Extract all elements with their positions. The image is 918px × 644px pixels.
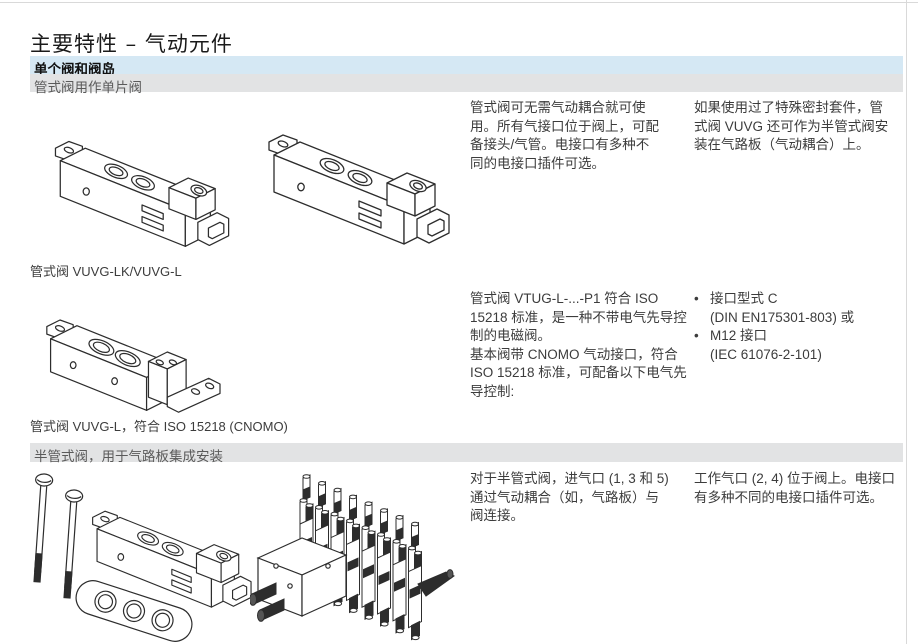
inline-valve-figure-2	[233, 101, 457, 253]
section-header-label: 单个阀和阀岛	[34, 62, 115, 77]
paragraph-iso-valve-p2: 基本阀带 CNOMO 气动接口，符合 ISO 15218 标准，可配备以下电气先…	[470, 346, 687, 399]
valve-line-drawing	[268, 134, 450, 245]
paragraph-iso-valve-p1: 管式阀 VTUG-L-...-P1 符合 ISO 15218 标准，是一种不带电…	[470, 291, 687, 343]
paragraph-semi-inline-right: 工作气口 (2, 4) 位于阀上。电接口有多种不同的电接口插件可选。	[694, 471, 896, 505]
section-header-label: 半管式阀，用于气路板集成安装	[34, 449, 223, 464]
right-page-edge-rule	[906, 0, 907, 644]
section-subheader-inline-valve: 管式阀用作单片阀	[30, 74, 903, 95]
valve-line-drawing	[46, 319, 221, 413]
figure-caption-vuvg-lk: 管式阀 VUVG-LK/VUVG-L	[30, 264, 182, 279]
bullet-icon	[694, 327, 710, 364]
option-detail: (IEC 61076-2-101)	[710, 346, 822, 362]
section-header-semi-inline: 半管式阀，用于气路板集成安装	[30, 443, 903, 464]
section-subheader-label: 管式阀用作单片阀	[34, 80, 142, 95]
section-header-single-valves: 单个阀和阀岛	[30, 56, 903, 77]
paragraph-inline-valve-left: 管式阀可无需气动耦合就可使用。所有气接口位于阀上，可配备接头/气管。电接口有多种…	[470, 100, 659, 171]
iso-cnomo-valve-figure	[24, 288, 224, 416]
paragraph-semi-inline-left: 对于半管式阀，进气口 (1, 3 和 5) 通过气动耦合（如，气路板）与阀连接。	[470, 471, 669, 523]
option-detail: (DIN EN175301-803) 或	[710, 309, 855, 325]
semi-inline-valve-figure	[22, 468, 257, 644]
inline-valve-figure-1	[28, 103, 233, 255]
page-title: 主要特性 – 气动元件	[30, 32, 233, 57]
pilot-options-list: 接口型式 C (DIN EN175301-803) 或 M12 接口 (IEC …	[694, 290, 904, 364]
valve-line-drawing	[54, 140, 230, 247]
valve-terminal-figure	[250, 466, 462, 644]
list-item: M12 接口 (IEC 61076-2-101)	[694, 327, 904, 364]
option-title: 接口型式 C	[710, 291, 778, 306]
paragraph-iso-valve-left: 管式阀 VTUG-L-...-P1 符合 ISO 15218 标准，是一种不带电…	[470, 290, 692, 401]
manifold-line-drawing	[250, 474, 455, 641]
valve-screws-plate-drawing	[33, 473, 252, 642]
figure-caption-vuvg-l-iso: 管式阀 VUVG-L，符合 ISO 15218 (CNOMO)	[30, 419, 288, 434]
bullet-icon	[694, 290, 710, 327]
option-title: M12 接口	[710, 328, 768, 343]
list-item: 接口型式 C (DIN EN175301-803) 或	[694, 290, 904, 327]
paragraph-inline-valve-right: 如果使用过了特殊密封套件，管式阀 VUVG 还可作为半管式阀安装在气路板（气动耦…	[694, 100, 889, 152]
top-rule	[0, 2, 918, 3]
